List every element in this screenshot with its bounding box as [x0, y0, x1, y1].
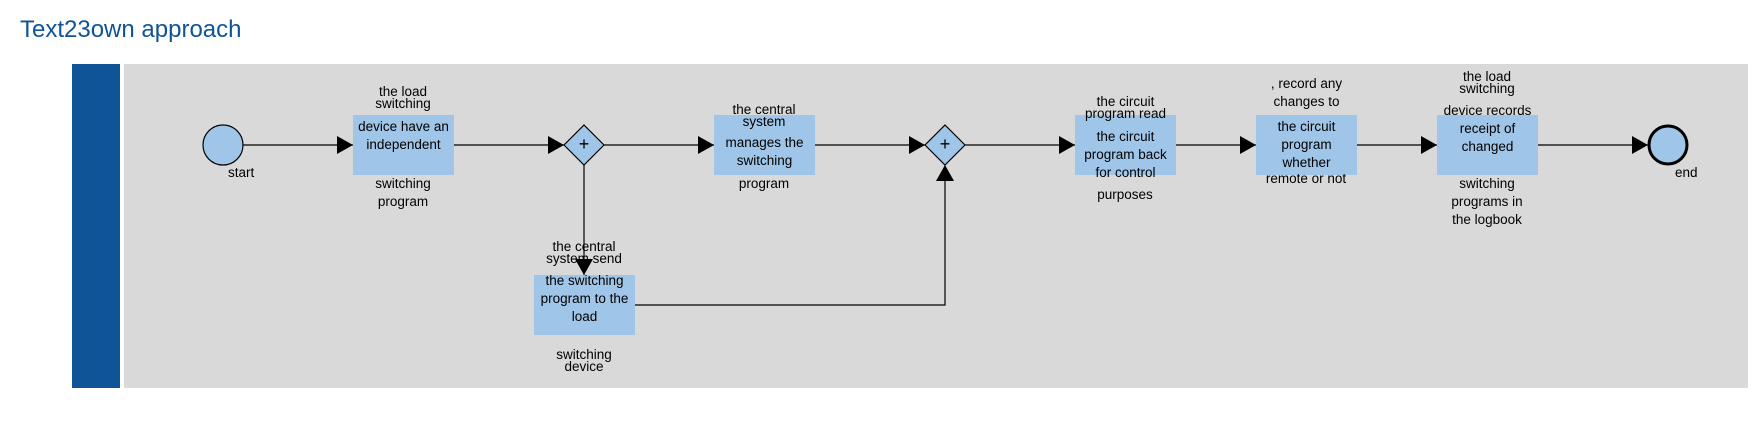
- parallel-join-symbol: +: [939, 134, 951, 154]
- task-1-label-below: switching program: [375, 176, 431, 209]
- task-3-label-inside: the switching program to the load: [540, 273, 629, 324]
- flow-split-to-t2-arrowhead: [698, 136, 714, 154]
- task-5-label-inside: the circuit program whether: [1277, 119, 1336, 170]
- flow-t5-to-t6-arrowhead: [1421, 136, 1437, 154]
- flow-join-to-t4-arrowhead: [1059, 136, 1075, 154]
- task-5-label-above: , record any changes to: [1270, 76, 1343, 109]
- task-6-box[interactable]: [1437, 115, 1538, 175]
- flow-t3-to-join-arrowhead: [936, 165, 954, 181]
- parallel-split-gateway[interactable]: [563, 124, 605, 166]
- flow-split-to-t3-arrowhead: [575, 259, 593, 275]
- task-2-box[interactable]: [714, 115, 815, 175]
- parallel-split-symbol: +: [578, 134, 590, 154]
- task-3-label-above: the central system send: [546, 239, 622, 266]
- flow-t1-to-split-arrowhead: [548, 136, 564, 154]
- end-label: end: [1675, 165, 1698, 180]
- task-1-box[interactable]: [353, 115, 454, 175]
- flow-t2-to-join-arrowhead: [909, 136, 925, 154]
- task-4-label-inside: the circuit program back for control: [1084, 129, 1167, 180]
- start-label: start: [228, 165, 255, 180]
- task-4-label-below: purposes: [1097, 187, 1153, 202]
- task-3-label-below: switching device: [556, 347, 612, 374]
- task-6-label-above: the load switching: [1459, 69, 1515, 96]
- task-6-label-below: switching programs in the logbook: [1451, 176, 1523, 227]
- task-1-label-inside: device have an independent: [358, 119, 449, 152]
- task-2-label-above: the central system: [732, 102, 796, 129]
- pool-band: [72, 64, 120, 388]
- task-3-box[interactable]: [534, 275, 635, 335]
- flow-start-to-t1-arrowhead: [337, 136, 353, 154]
- diagram-title: Text23own approach: [20, 16, 242, 43]
- flow-t6-to-end-arrowhead: [1632, 136, 1648, 154]
- end-event[interactable]: [1647, 124, 1689, 166]
- start-event[interactable]: [202, 124, 244, 166]
- flow-t3-to-join: [635, 165, 946, 306]
- task-5-box[interactable]: [1256, 115, 1357, 175]
- flow-t4-to-t5-arrowhead: [1240, 136, 1256, 154]
- task-4-label-above: the circuit program read: [1084, 94, 1167, 121]
- task-2-label-inside: manages the switching: [725, 135, 804, 168]
- task-2-label-below: program: [738, 176, 790, 191]
- task-6-label-inside: device records receipt of changed: [1443, 103, 1532, 154]
- task-4-box[interactable]: [1075, 115, 1176, 175]
- parallel-join-gateway[interactable]: [924, 124, 966, 166]
- task-5-label-below: remote or not: [1265, 171, 1347, 186]
- task-1-label-above: the load switching: [375, 84, 431, 111]
